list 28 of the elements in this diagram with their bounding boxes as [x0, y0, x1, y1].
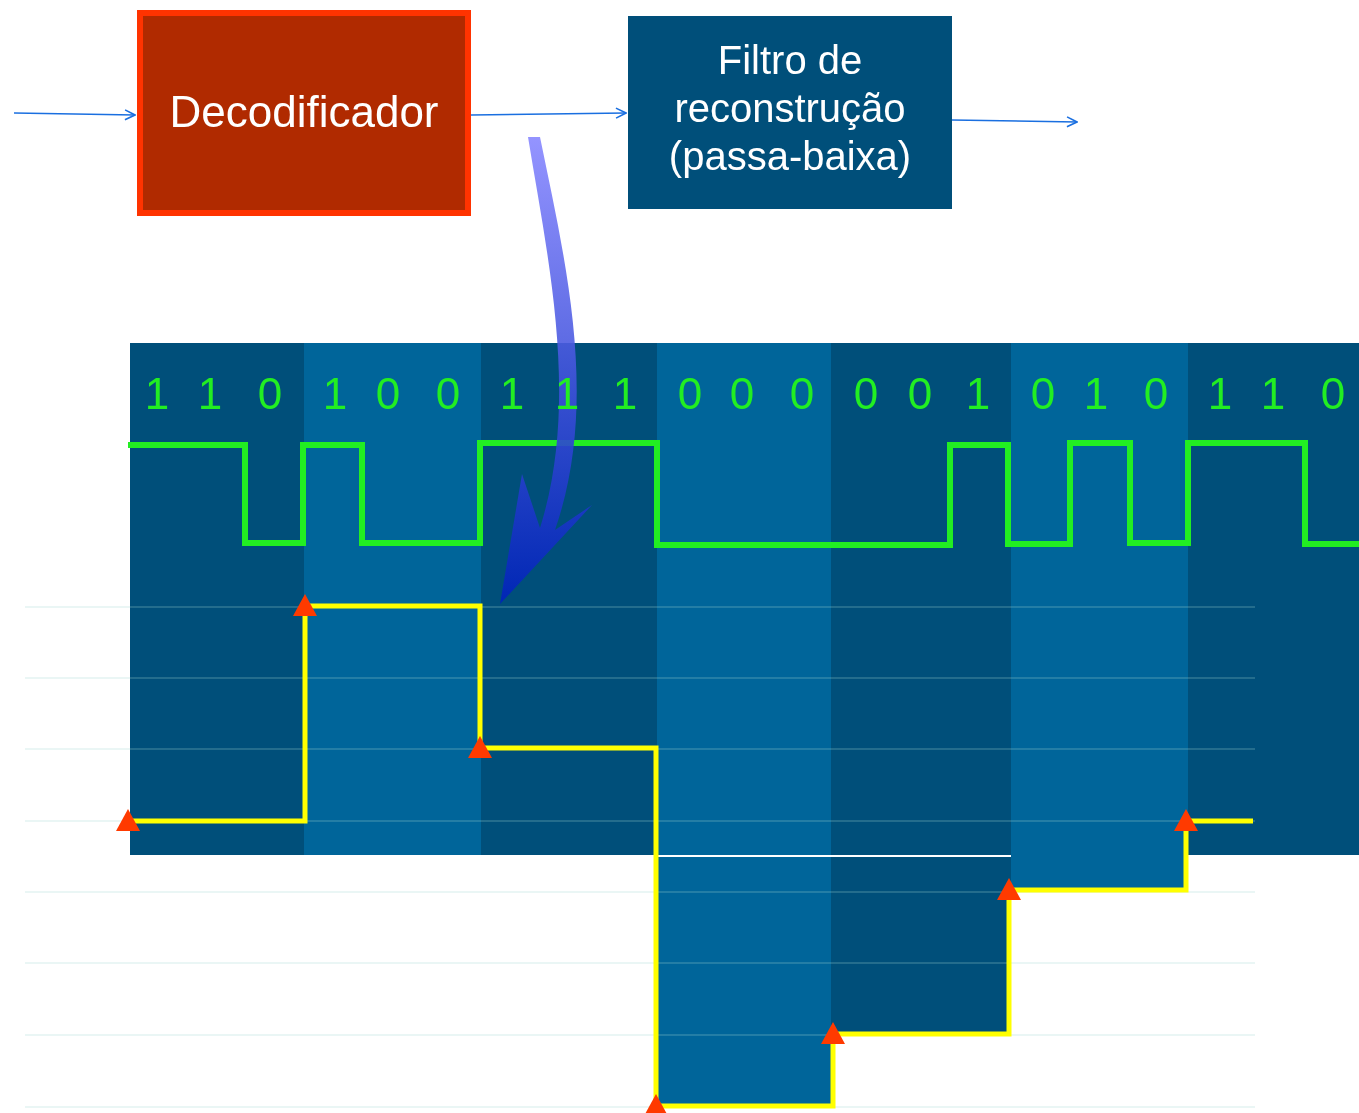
bit-label: 1 — [553, 372, 581, 416]
bit-label: 1 — [196, 372, 224, 416]
bit-label: 0 — [1142, 372, 1170, 416]
bit-label: 0 — [434, 372, 462, 416]
bit-label: 1 — [1206, 372, 1234, 416]
bit-label: 0 — [906, 372, 934, 416]
bit-label: 0 — [728, 372, 756, 416]
bit-label: 0 — [256, 372, 284, 416]
filter-box — [628, 16, 952, 209]
arrow — [470, 107, 627, 119]
arrow — [951, 116, 1078, 128]
bit-label: 1 — [964, 372, 992, 416]
box-label: Decodificador — [168, 86, 440, 138]
bit-label: 1 — [611, 372, 639, 416]
bit-label: 1 — [1259, 372, 1287, 416]
arrow — [13, 109, 136, 121]
bit-label: 0 — [374, 372, 402, 416]
bit-label: 1 — [321, 372, 349, 416]
bit-label: 0 — [1319, 372, 1347, 416]
bit-label: 0 — [852, 372, 880, 416]
decoder-box — [137, 10, 471, 216]
bit-label: 1 — [143, 372, 171, 416]
bit-label: 1 — [498, 372, 526, 416]
bit-label: 0 — [676, 372, 704, 416]
bit-label: 1 — [1082, 372, 1110, 416]
bit-label: 0 — [1029, 372, 1057, 416]
box-label: Filtro de reconstrução (passa-baixa) — [667, 37, 913, 180]
bit-label: 0 — [788, 372, 816, 416]
